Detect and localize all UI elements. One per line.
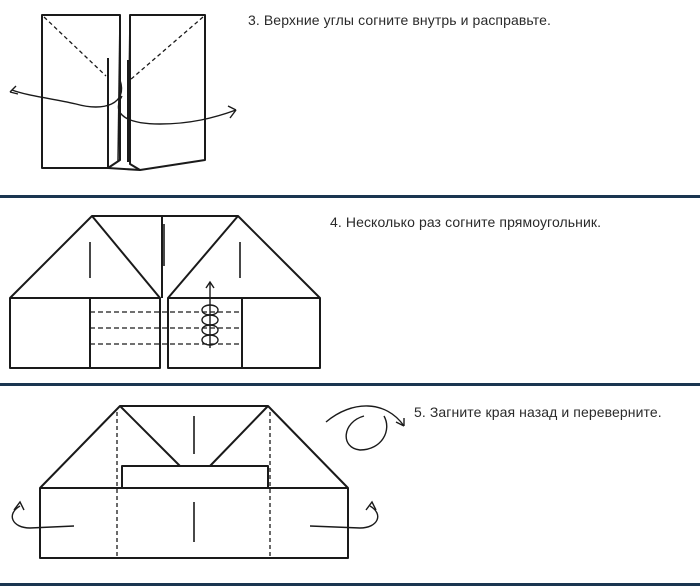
step-5: 5. Загните края назад и переверните.	[0, 386, 700, 586]
divider-2	[0, 383, 700, 386]
step-5-caption: 5. Загните края назад и переверните.	[414, 404, 662, 420]
step-5-diagram	[0, 386, 700, 586]
right-flap	[130, 15, 205, 170]
step-3-diagram	[0, 0, 700, 196]
step-4-diagram	[0, 198, 700, 384]
divider-1	[0, 195, 700, 198]
flip-over-icon	[326, 406, 404, 450]
step-4-caption: 4. Несколько раз согните прямоугольник.	[330, 214, 602, 230]
spiral-roll-icon	[201, 282, 219, 348]
right-body	[168, 298, 320, 368]
curved-arrow-icon	[12, 502, 377, 528]
step-3-caption: 3. Верхние углы согните внутрь и расправ…	[248, 12, 551, 28]
curved-arrow-icon	[10, 80, 236, 124]
step-4: 4. Несколько раз согните прямоугольник.	[0, 198, 700, 384]
left-flap	[42, 15, 120, 168]
left-body	[10, 298, 160, 368]
divider-3	[0, 583, 700, 586]
body	[40, 488, 348, 558]
step-3: 3. Верхние углы согните внутрь и расправ…	[0, 0, 700, 196]
rolled-band	[122, 466, 268, 488]
